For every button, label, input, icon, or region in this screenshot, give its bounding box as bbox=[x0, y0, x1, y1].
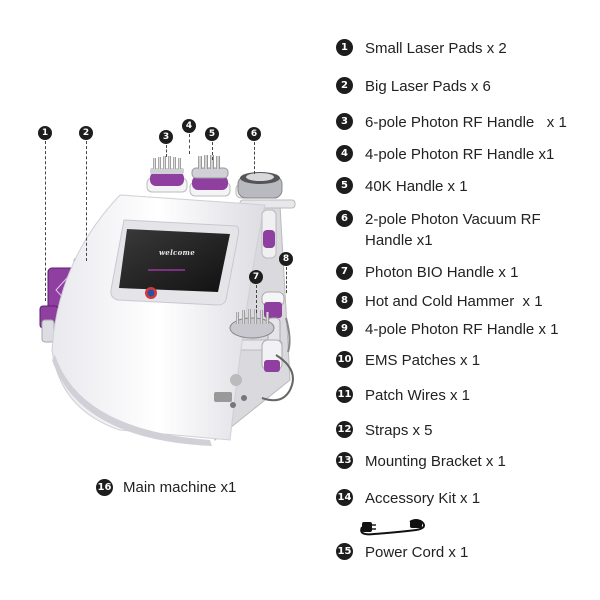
list-item: 14 Accessory Kit x 1 bbox=[336, 488, 480, 509]
list-item: 12 Straps x 5 bbox=[336, 420, 433, 441]
item-label: 4-pole Photon RF Handle x1 bbox=[365, 146, 555, 163]
list-item: 8 Hot and Cold Hammer x 1 bbox=[336, 291, 543, 312]
item-number: 8 bbox=[336, 292, 353, 309]
list-item: 5 40K Handle x 1 bbox=[336, 176, 468, 197]
item-label: Accessory Kit x 1 bbox=[365, 490, 481, 507]
list-item: 11 Patch Wires x 1 bbox=[336, 385, 470, 406]
item-number: 3 bbox=[336, 113, 353, 130]
item-number: 13 bbox=[336, 452, 353, 469]
list-item: 10 EMS Patches x 1 bbox=[336, 350, 480, 371]
callout-2: 2 bbox=[79, 126, 93, 140]
item-number: 9 bbox=[336, 320, 353, 337]
power-cord-icon bbox=[360, 519, 425, 536]
item-number: 2 bbox=[336, 77, 353, 94]
item-label: Small Laser Pads x 2 bbox=[365, 40, 507, 57]
list-item: 13 Mounting Bracket x 1 bbox=[336, 451, 506, 472]
leader-line-7 bbox=[256, 285, 257, 313]
leader-line-1 bbox=[45, 141, 46, 301]
machine-illustration bbox=[39, 155, 296, 446]
callout-1: 1 bbox=[38, 126, 52, 140]
item-label: Photon BIO Handle x 1 bbox=[365, 264, 519, 281]
item-number: 5 bbox=[336, 177, 353, 194]
leader-line-3 bbox=[166, 145, 167, 157]
item-number: 15 bbox=[336, 543, 353, 560]
main-machine-label: 16 Main machine x1 bbox=[96, 479, 236, 496]
leader-line-2 bbox=[86, 141, 87, 261]
list-item: 6 2-pole Photon Vacuum RF Handle x1 bbox=[336, 209, 565, 251]
list-item: 4 4-pole Photon RF Handle x1 bbox=[336, 144, 554, 165]
item-label: Mounting Bracket x 1 bbox=[365, 453, 506, 470]
item-label: 2-pole Photon Vacuum RF Handle x1 bbox=[365, 211, 541, 249]
callout-4: 4 bbox=[182, 119, 196, 133]
item-number: 6 bbox=[336, 210, 353, 227]
leader-line-8 bbox=[286, 267, 287, 293]
item-number: 7 bbox=[336, 263, 353, 280]
leader-line-4 bbox=[189, 134, 190, 154]
callout-3: 3 bbox=[159, 130, 173, 144]
item-label: Hot and Cold Hammer x 1 bbox=[365, 293, 543, 310]
item-number: 10 bbox=[336, 351, 353, 368]
screen-welcome-text: welcome bbox=[158, 248, 196, 257]
list-item: 2 Big Laser Pads x 6 bbox=[336, 76, 491, 97]
leader-line-6 bbox=[254, 142, 255, 174]
item-number: 12 bbox=[336, 421, 353, 438]
list-item: 1 Small Laser Pads x 2 bbox=[336, 38, 507, 59]
item-number: 11 bbox=[336, 386, 353, 403]
item-label: 4-pole Photon RF Handle x 1 bbox=[365, 321, 559, 338]
main-machine-number: 16 bbox=[96, 479, 113, 496]
item-label: Straps x 5 bbox=[365, 422, 433, 439]
list-item: 15 Power Cord x 1 bbox=[336, 542, 468, 563]
item-label: Big Laser Pads x 6 bbox=[365, 78, 491, 95]
list-item: 7 Photon BIO Handle x 1 bbox=[336, 262, 518, 283]
item-label: 40K Handle x 1 bbox=[365, 178, 468, 195]
item-label: 6-pole Photon RF Handle x 1 bbox=[365, 114, 567, 131]
list-item: 9 4-pole Photon RF Handle x 1 bbox=[336, 319, 558, 340]
callout-6: 6 bbox=[247, 127, 261, 141]
item-number: 14 bbox=[336, 489, 353, 506]
item-label: EMS Patches x 1 bbox=[365, 352, 481, 369]
item-label: Power Cord x 1 bbox=[365, 544, 469, 561]
leader-line-5 bbox=[212, 142, 213, 160]
item-number: 4 bbox=[336, 145, 353, 162]
item-number: 1 bbox=[336, 39, 353, 56]
list-item: 3 6-pole Photon RF Handle x 1 bbox=[336, 112, 567, 133]
callout-7: 7 bbox=[249, 270, 263, 284]
main-machine-text: Main machine x1 bbox=[123, 479, 237, 496]
callout-5: 5 bbox=[205, 127, 219, 141]
item-label: Patch Wires x 1 bbox=[365, 387, 471, 404]
callout-8: 8 bbox=[279, 252, 293, 266]
